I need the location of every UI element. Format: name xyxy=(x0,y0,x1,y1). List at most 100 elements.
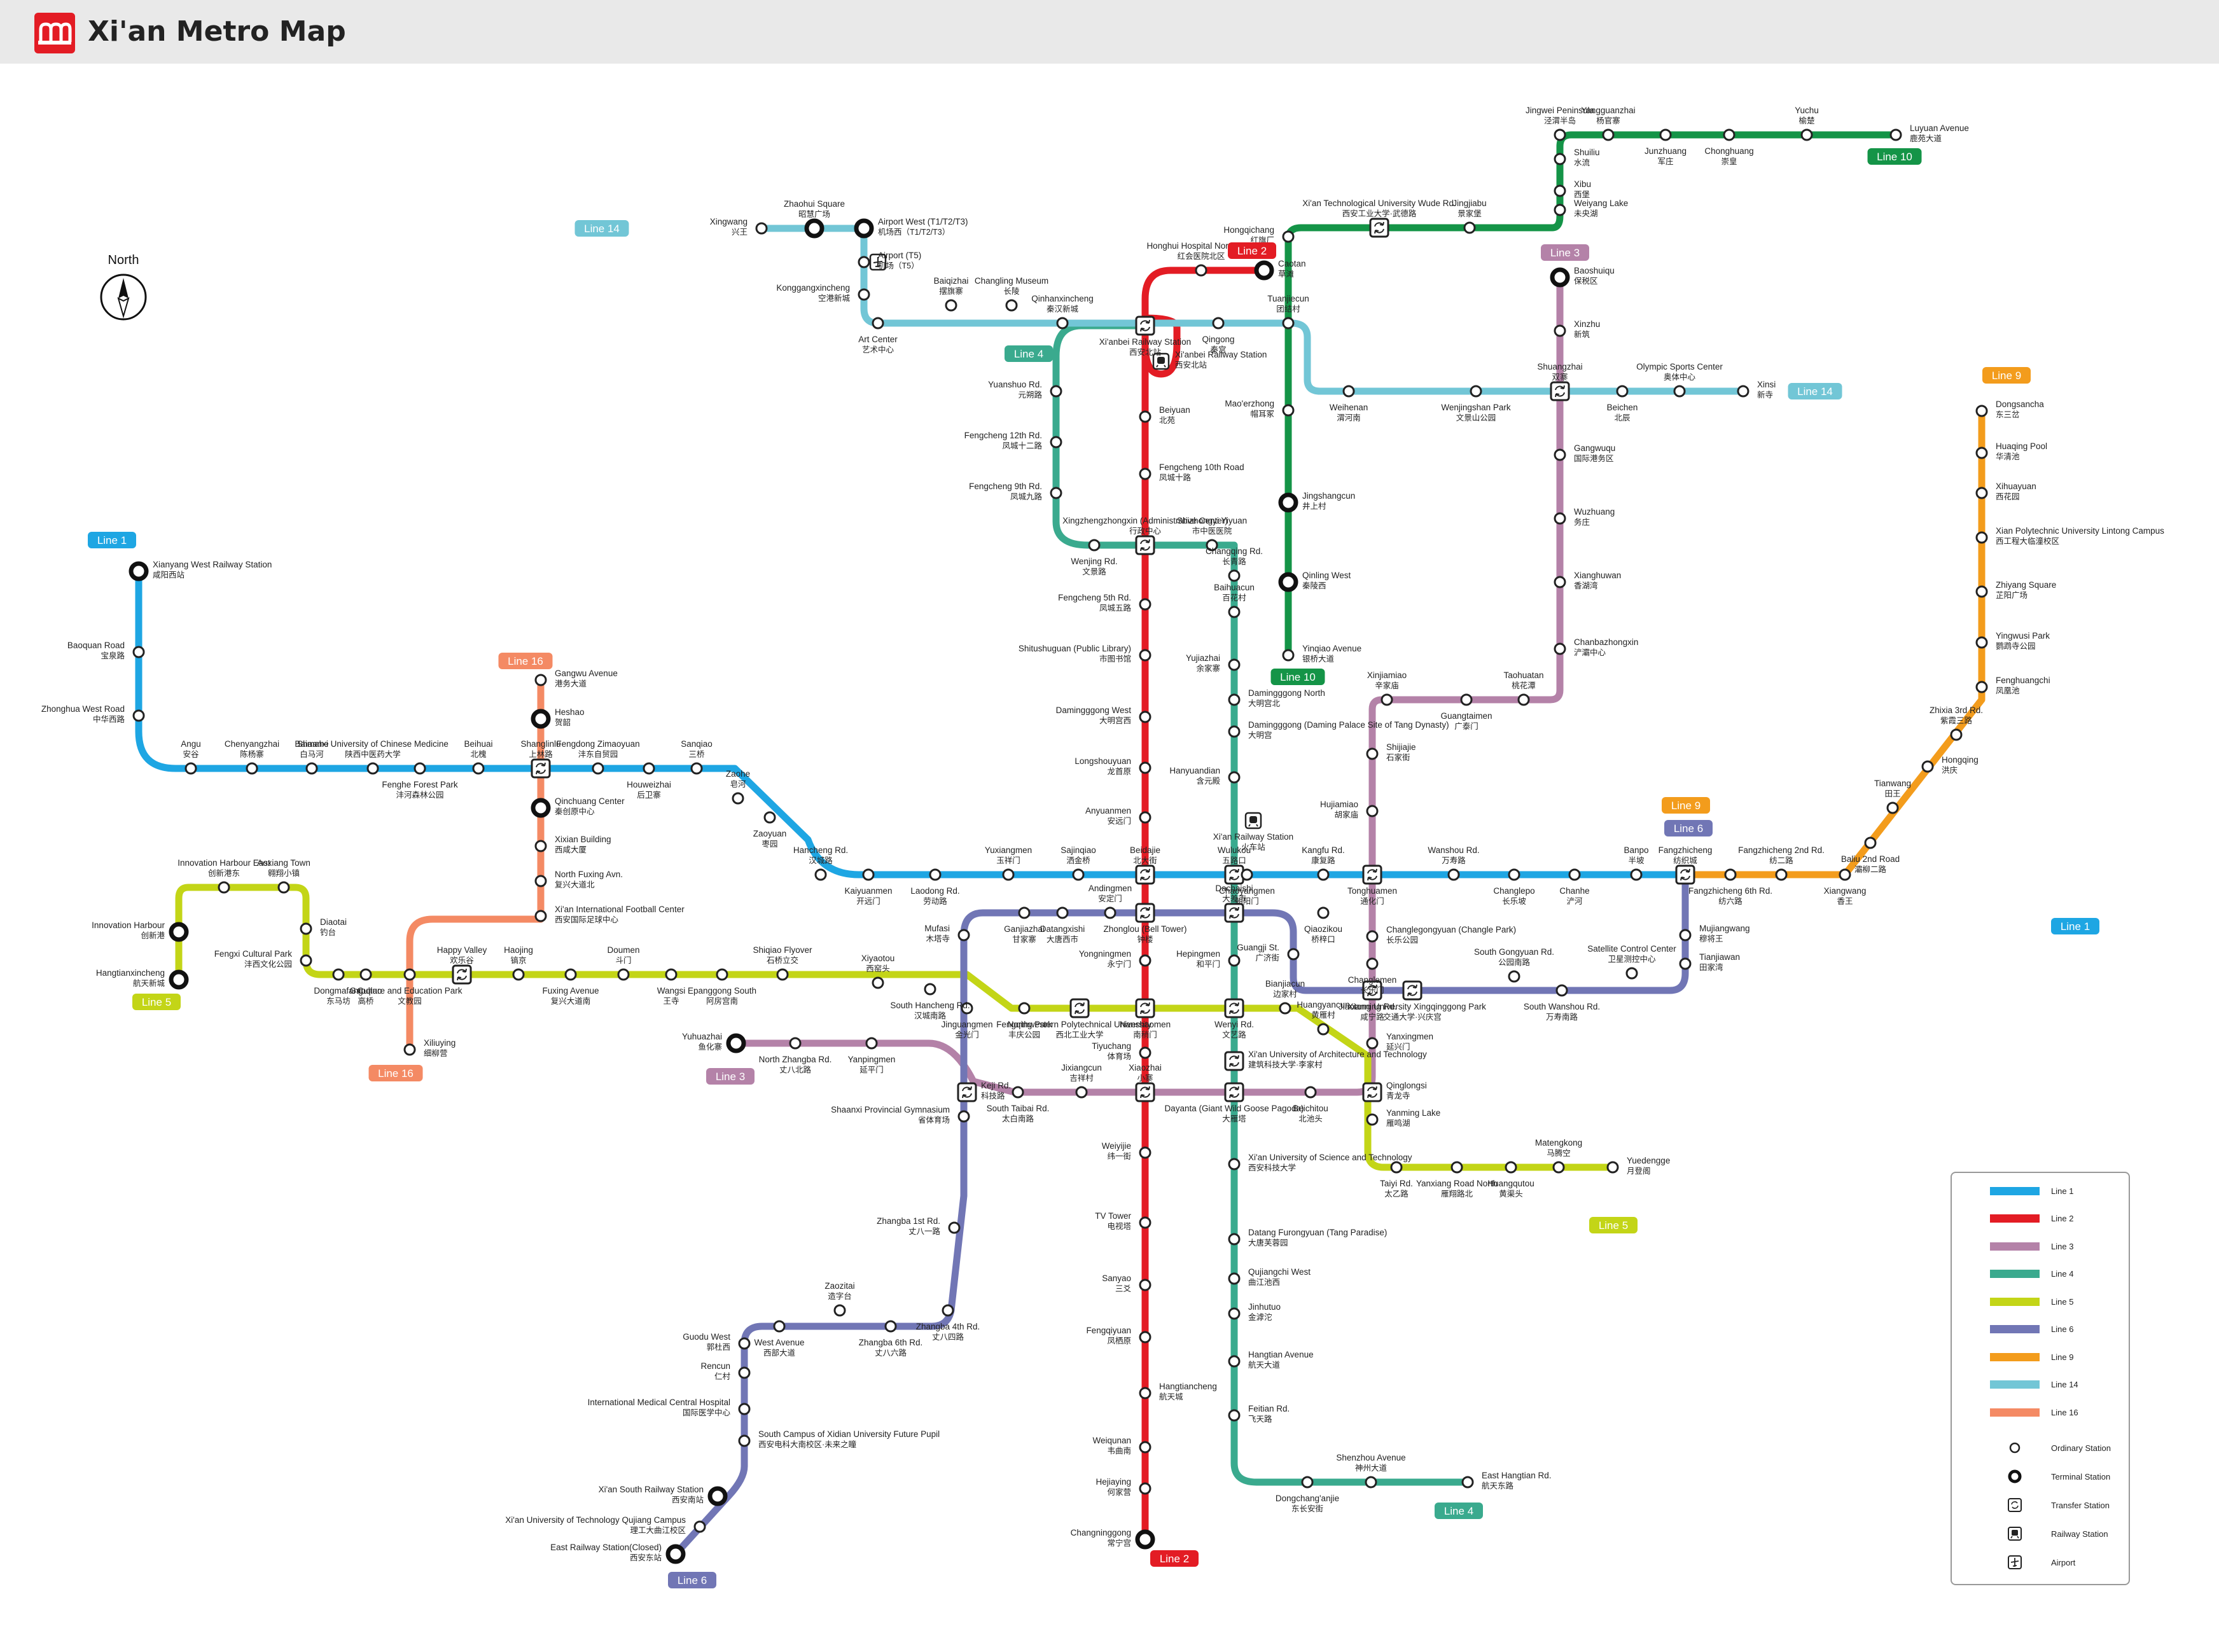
station-marker[interactable] xyxy=(1554,576,1566,588)
transfer-station-icon[interactable] xyxy=(1224,1082,1244,1102)
station-marker[interactable] xyxy=(1139,811,1151,824)
transfer-station-icon[interactable] xyxy=(1135,903,1155,923)
station-marker[interactable] xyxy=(716,968,728,981)
station-marker[interactable] xyxy=(1228,1307,1241,1320)
station-marker[interactable] xyxy=(534,875,547,887)
station-marker[interactable] xyxy=(738,1403,751,1415)
railway-station-icon[interactable] xyxy=(1152,352,1170,370)
station-marker[interactable] xyxy=(1139,410,1151,423)
station-marker[interactable] xyxy=(1630,868,1643,881)
station-marker[interactable] xyxy=(1737,385,1749,398)
station-marker[interactable] xyxy=(1301,1476,1314,1489)
station-marker[interactable] xyxy=(403,968,416,981)
terminal-station-marker[interactable] xyxy=(129,561,149,581)
station-marker[interactable] xyxy=(1606,1161,1619,1174)
terminal-station-marker[interactable] xyxy=(665,1544,686,1564)
station-marker[interactable] xyxy=(1088,539,1101,552)
station-marker[interactable] xyxy=(1366,805,1379,817)
station-marker[interactable] xyxy=(763,811,776,824)
station-marker[interactable] xyxy=(957,1110,970,1123)
station-marker[interactable] xyxy=(403,1043,416,1056)
station-marker[interactable] xyxy=(1552,1161,1565,1174)
station-marker[interactable] xyxy=(1921,760,1934,773)
station-marker[interactable] xyxy=(534,840,547,852)
station-marker[interactable] xyxy=(1554,448,1566,461)
railway-station-icon[interactable] xyxy=(1244,812,1262,829)
station-marker[interactable] xyxy=(1139,761,1151,774)
station-marker[interactable] xyxy=(1505,1161,1517,1174)
station-marker[interactable] xyxy=(305,762,318,775)
terminal-station-marker[interactable] xyxy=(169,922,189,942)
station-marker[interactable] xyxy=(1625,967,1638,980)
station-marker[interactable] xyxy=(1282,404,1295,417)
transfer-station-icon[interactable] xyxy=(1550,381,1570,401)
terminal-station-marker[interactable] xyxy=(1135,1529,1155,1550)
station-marker[interactable] xyxy=(1002,868,1015,881)
station-marker[interactable] xyxy=(1139,1331,1151,1343)
station-marker[interactable] xyxy=(738,1337,751,1350)
station-marker[interactable] xyxy=(1673,385,1686,398)
station-marker[interactable] xyxy=(1889,128,1902,141)
station-marker[interactable] xyxy=(858,288,870,301)
station-marker[interactable] xyxy=(1228,725,1241,738)
station-marker[interactable] xyxy=(1139,468,1151,480)
station-marker[interactable] xyxy=(643,762,655,775)
station-marker[interactable] xyxy=(1975,585,1988,598)
station-marker[interactable] xyxy=(1450,1161,1463,1174)
station-marker[interactable] xyxy=(132,646,145,658)
transfer-station-icon[interactable] xyxy=(1135,535,1155,555)
terminal-station-marker[interactable] xyxy=(707,1486,728,1506)
station-marker[interactable] xyxy=(942,1304,954,1317)
station-marker[interactable] xyxy=(1390,1161,1403,1174)
station-marker[interactable] xyxy=(1461,1476,1474,1489)
transfer-station-icon[interactable] xyxy=(1224,864,1244,885)
station-marker[interactable] xyxy=(1228,606,1241,618)
station-marker[interactable] xyxy=(1075,1086,1088,1099)
station-marker[interactable] xyxy=(246,762,258,775)
station-marker[interactable] xyxy=(1228,569,1241,582)
terminal-station-marker[interactable] xyxy=(854,218,874,239)
station-marker[interactable] xyxy=(1975,681,1988,693)
station-marker[interactable] xyxy=(300,922,312,935)
station-marker[interactable] xyxy=(1050,385,1062,398)
station-marker[interactable] xyxy=(1195,264,1207,277)
station-marker[interactable] xyxy=(1366,957,1379,970)
station-marker[interactable] xyxy=(1241,868,1253,881)
station-marker[interactable] xyxy=(1317,906,1330,919)
station-marker[interactable] xyxy=(332,968,345,981)
terminal-station-marker[interactable] xyxy=(1254,260,1274,281)
station-marker[interactable] xyxy=(1381,693,1393,706)
station-marker[interactable] xyxy=(1139,711,1151,723)
station-marker[interactable] xyxy=(1950,728,1963,741)
station-marker[interactable] xyxy=(1317,1023,1330,1036)
station-marker[interactable] xyxy=(1864,836,1877,849)
station-marker[interactable] xyxy=(534,910,547,922)
station-marker[interactable] xyxy=(1050,487,1062,499)
transfer-station-icon[interactable] xyxy=(1135,316,1155,336)
transfer-station-icon[interactable] xyxy=(1675,864,1695,885)
station-marker[interactable] xyxy=(948,1221,961,1234)
station-marker[interactable] xyxy=(1508,970,1520,983)
station-marker[interactable] xyxy=(1679,957,1692,970)
station-marker[interactable] xyxy=(1139,1387,1151,1399)
station-marker[interactable] xyxy=(1228,658,1241,671)
station-marker[interactable] xyxy=(472,762,485,775)
station-marker[interactable] xyxy=(1554,642,1566,655)
station-marker[interactable] xyxy=(1366,1037,1379,1050)
station-marker[interactable] xyxy=(1470,385,1482,398)
station-marker[interactable] xyxy=(1366,1113,1379,1126)
terminal-station-marker[interactable] xyxy=(1278,572,1298,592)
station-marker[interactable] xyxy=(1018,1002,1031,1015)
terminal-station-marker[interactable] xyxy=(1278,492,1298,513)
station-marker[interactable] xyxy=(1554,153,1566,165)
station-marker[interactable] xyxy=(814,868,827,881)
station-marker[interactable] xyxy=(1228,1355,1241,1368)
station-marker[interactable] xyxy=(1139,649,1151,662)
transfer-station-icon[interactable] xyxy=(957,1082,977,1102)
station-marker[interactable] xyxy=(1460,693,1473,706)
station-marker[interactable] xyxy=(1975,447,1988,459)
station-marker[interactable] xyxy=(359,968,372,981)
transfer-station-icon[interactable] xyxy=(531,758,551,779)
station-marker[interactable] xyxy=(132,709,145,722)
terminal-station-marker[interactable] xyxy=(531,798,551,818)
